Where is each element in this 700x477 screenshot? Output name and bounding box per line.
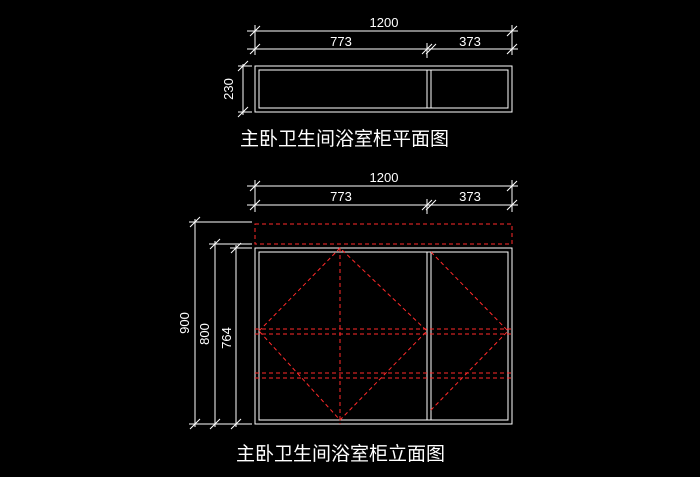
elev-dim-height-inner: 764 xyxy=(219,242,252,430)
plan-dim-depth: 230 xyxy=(221,60,252,118)
elevation-view: 1200 773 373 900 800 xyxy=(177,170,518,430)
elev-hidden-lines xyxy=(254,223,513,424)
elev-dim-height-total-label: 900 xyxy=(177,312,192,334)
plan-dim-total-label: 1200 xyxy=(370,15,399,30)
plan-dim-total: 1200 xyxy=(247,15,518,55)
elev-dim-total-label: 1200 xyxy=(370,170,399,185)
elev-cabinet-frame xyxy=(254,247,513,425)
elev-dim-height-inner-label: 764 xyxy=(219,327,234,349)
plan-dim-right-label: 373 xyxy=(459,34,481,49)
countertop-outline xyxy=(254,223,513,245)
elev-dim-height-total: 900 xyxy=(177,216,252,430)
elev-dim-right-label: 373 xyxy=(459,189,481,204)
plan-cabinet-outline xyxy=(254,65,513,113)
elev-dim-height-mid-label: 800 xyxy=(197,323,212,345)
elev-dim-left-label: 773 xyxy=(330,189,352,204)
elev-dim-total: 1200 xyxy=(247,170,518,212)
plan-dim-left-label: 773 xyxy=(330,34,352,49)
elev-dim-split: 773 373 xyxy=(247,189,518,214)
plan-dim-split: 773 373 xyxy=(247,34,518,58)
plan-title: 主卧卫生间浴室柜平面图 xyxy=(240,128,449,150)
plan-view: 1200 773 373 230 xyxy=(221,15,518,118)
elev-dim-height-mid: 800 xyxy=(197,238,252,430)
elevation-title: 主卧卫生间浴室柜立面图 xyxy=(236,443,445,465)
plan-dim-depth-label: 230 xyxy=(221,78,236,100)
